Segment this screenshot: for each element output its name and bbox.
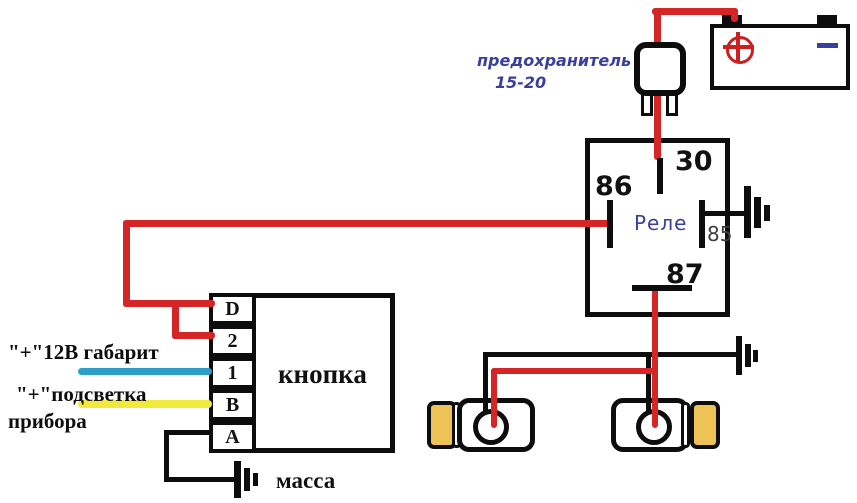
ground-icon-relay bbox=[764, 205, 770, 221]
gabarit-wire bbox=[78, 368, 212, 375]
relay-pin87-contact bbox=[632, 285, 692, 291]
fuse-label-line2: 15-20 bbox=[495, 72, 547, 92]
podsvetka-label-line1: "+"подсветка bbox=[16, 382, 147, 406]
ground-icon-lamps bbox=[736, 336, 742, 375]
battery-fuse-wire bbox=[731, 8, 738, 22]
button-pin-D: D bbox=[209, 293, 256, 325]
button-a-wire bbox=[164, 430, 212, 435]
button-d-wire bbox=[123, 300, 215, 307]
button-pin-A: A bbox=[209, 421, 256, 453]
ground-icon-button bbox=[253, 473, 258, 486]
fuse-icon bbox=[634, 42, 686, 96]
relay-pin85-label: 85 bbox=[707, 222, 733, 246]
plus-terminal-icon bbox=[726, 36, 754, 64]
button-2-wire bbox=[172, 300, 179, 339]
fuse-label-line1: предохранитель bbox=[477, 51, 632, 70]
fuse-label: предохранитель 15-20 bbox=[477, 50, 631, 93]
ground-icon-lamps bbox=[745, 344, 751, 367]
button-pin-1: 1 bbox=[209, 357, 256, 389]
ground-icon-relay bbox=[754, 197, 761, 228]
gabarit-label: "+"12В габарит bbox=[8, 340, 159, 364]
relay86-button-wire bbox=[123, 220, 130, 307]
ground-icon-button bbox=[234, 461, 241, 498]
lamp-branch-wire bbox=[491, 368, 658, 374]
ground-bus-wire bbox=[484, 352, 740, 357]
relay-pin30-label: 30 bbox=[675, 146, 713, 177]
battery-terminal-right bbox=[817, 15, 837, 25]
relay-pin86-contact bbox=[607, 200, 613, 248]
relay-pin87-label: 87 bbox=[666, 259, 704, 290]
left-lamp-ground-wire bbox=[483, 352, 488, 412]
button-pin-B: B bbox=[209, 389, 256, 421]
right-lamp-ring bbox=[681, 402, 690, 448]
podsvetka-label-line2: прибора bbox=[8, 409, 87, 433]
button-pin-2: 2 bbox=[209, 325, 256, 357]
button-a-wire bbox=[164, 430, 169, 482]
relay-name-label: Реле bbox=[634, 211, 688, 235]
lamp-branch-wire bbox=[491, 368, 497, 428]
relay87-lamp-wire bbox=[652, 288, 658, 428]
podsvetka-wire bbox=[78, 400, 212, 408]
ground-icon-button bbox=[244, 468, 250, 491]
battery-fuse-wire bbox=[652, 8, 738, 15]
relay-85-ground-wire bbox=[703, 211, 747, 216]
ground-icon-lamps bbox=[753, 350, 758, 362]
relay-pin85-contact bbox=[699, 200, 705, 248]
button-2-wire bbox=[172, 332, 215, 339]
relay-pin30-contact bbox=[657, 158, 663, 194]
right-lamp-cap bbox=[690, 401, 720, 449]
button-ground-wire bbox=[164, 477, 238, 482]
minus-terminal-icon bbox=[817, 43, 838, 48]
massa-label: масса bbox=[276, 468, 336, 493]
relay-pin86-label: 86 bbox=[595, 171, 633, 202]
button-name-label: кнопка bbox=[278, 359, 367, 389]
ground-icon-relay bbox=[744, 186, 751, 238]
relay86-button-wire bbox=[123, 220, 612, 227]
right-lamp-ground-wire bbox=[646, 352, 651, 412]
